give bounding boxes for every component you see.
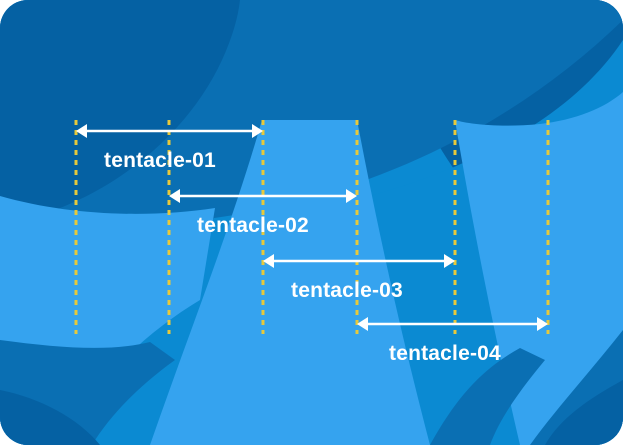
measurement-label-tentacle-03: tentacle-03 — [291, 279, 403, 302]
shape-right-tentacle — [455, 92, 623, 445]
shape-bottom-right-wedge-2 — [430, 348, 545, 445]
measurement-arrows — [76, 124, 548, 331]
arrow-head-right-tentacle-02 — [346, 189, 357, 203]
shape-center-tentacle — [150, 120, 430, 445]
arrow-head-left-tentacle-02 — [169, 189, 180, 203]
arrow-head-right-tentacle-04 — [537, 317, 548, 331]
shape-upper-band — [40, 0, 623, 224]
measurement-label-tentacle-01: tentacle-01 — [104, 149, 216, 172]
arrow-head-right-tentacle-03 — [444, 254, 455, 268]
shape-bottom-left-lobe — [0, 390, 100, 445]
arrow-head-left-tentacle-03 — [263, 254, 274, 268]
measurement-label-tentacle-04: tentacle-04 — [389, 342, 501, 365]
shape-bottom-right-lobe — [545, 380, 623, 445]
arrow-head-left-tentacle-04 — [357, 317, 368, 331]
arrow-head-right-tentacle-01 — [252, 124, 263, 138]
measurement-label-tentacle-02: tentacle-02 — [197, 214, 309, 237]
arrow-head-left-tentacle-01 — [76, 124, 87, 138]
